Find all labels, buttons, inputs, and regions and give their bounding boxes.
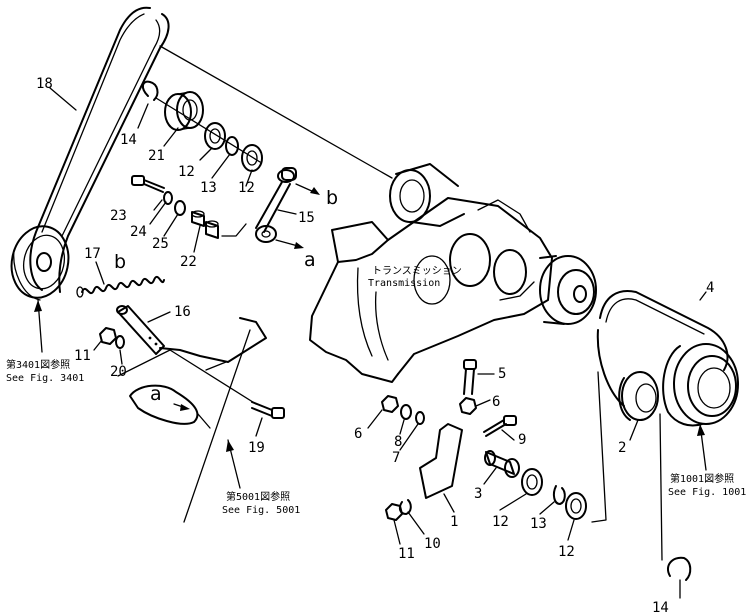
pulley-part-3401 [10,225,70,301]
pulley-part-21 [164,91,204,131]
snap-ring-part-14 [142,80,159,101]
note-transmission-jp: トランスミッション [372,265,462,277]
callout-17: 17 [84,246,101,262]
callout-8: 8 [394,434,402,450]
callout-12: 12 [238,180,255,196]
washer-part-25 [174,200,186,216]
leader-parts-axis [155,97,261,163]
callout-23: 23 [110,208,127,224]
arrow-a-upper [275,239,304,249]
bearing-part-12-left-a [204,122,226,150]
nut-part-11-lower [385,503,403,521]
washer-part-8 [400,404,412,420]
bearing-part-12-right-b [565,492,587,520]
callout-16: 16 [174,304,191,320]
callout-12: 12 [492,514,509,530]
callout-14: 14 [120,132,137,148]
callout-18: 18 [36,76,53,92]
callout-2: 2 [618,440,626,456]
note-transmission-en: Transmission [368,278,440,289]
leader-axis-bracket [591,371,607,523]
callout-7: 7 [392,450,400,466]
callout-13: 13 [200,180,217,196]
leader-belt-to-transmission [159,45,393,179]
link-rod-part-15 [255,167,297,243]
bolt-part-5 [463,359,477,395]
nut-part-6-right [459,397,477,415]
letter-b-lower: b [114,251,126,273]
pulley-part-1001 [662,343,739,427]
callout-12: 12 [558,544,575,560]
washer-part-24 [163,191,173,205]
spring-part-17 [76,275,165,298]
nut-part-6-left [381,395,399,413]
note-fig-3401-jp: 第3401図参照 [6,358,70,371]
callout-10: 10 [424,536,441,552]
callout-19: 19 [248,440,265,456]
note-fig-1001-jp: 第1001図参照 [670,472,734,485]
bushing-part-22 [191,210,247,239]
callout-11: 11 [398,546,415,562]
callout-13: 13 [530,516,547,532]
shaft-part-3 [484,450,520,478]
letter-a-lower: a [150,383,162,405]
bolt-part-9 [483,415,517,437]
callout-5: 5 [498,366,506,382]
leader-lever-to-bolt [169,349,257,405]
callout-22: 22 [180,254,197,270]
callout-25: 25 [152,236,169,252]
bolt-part-19 [251,401,285,419]
nut-part-11-left [99,327,117,345]
snap-ring-part-13-left [225,136,239,156]
callout-20: 20 [110,364,127,380]
callout-3: 3 [474,486,482,502]
leader-fig-5001 [183,329,251,523]
callout-15: 15 [298,210,315,226]
snap-ring-part-13-right [552,485,566,505]
callout-9: 9 [518,432,526,448]
note-fig-1001-en: See Fig. 1001 [668,487,746,498]
callout-14: 14 [652,600,669,616]
bearing-part-12-left-b [241,144,263,172]
cable-end-a [129,384,211,429]
callout-21: 21 [148,148,165,164]
callout-leaders [49,87,707,599]
callout-12: 12 [178,164,195,180]
bearing-part-12-right-a [521,468,543,496]
bracket-part-1 [419,423,463,499]
arrow-b-upper [295,183,320,195]
note-fig-3401-en: See Fig. 3401 [6,373,84,384]
callout-24: 24 [130,224,147,240]
snap-ring-part-14-lower [666,556,692,581]
callout-11: 11 [74,348,91,364]
callout-6: 6 [354,426,362,442]
note-fig-5001-jp: 第5001図参照 [226,490,290,503]
leader-pulley-axis [659,413,663,561]
washer-part-20 [115,335,125,349]
washer-part-7 [415,411,425,425]
bolt-part-23 [131,175,165,193]
letter-b-upper: b [326,187,338,209]
callout-1: 1 [450,514,458,530]
lever-part-16 [116,305,165,355]
linkage-bracket [117,317,267,377]
letter-a-upper: a [304,249,316,271]
note-fig-5001-en: See Fig. 5001 [222,505,300,516]
callout-4: 4 [706,280,714,296]
callout-6: 6 [492,394,500,410]
transmission-housing [309,163,597,383]
pulley-part-2 [618,371,659,421]
